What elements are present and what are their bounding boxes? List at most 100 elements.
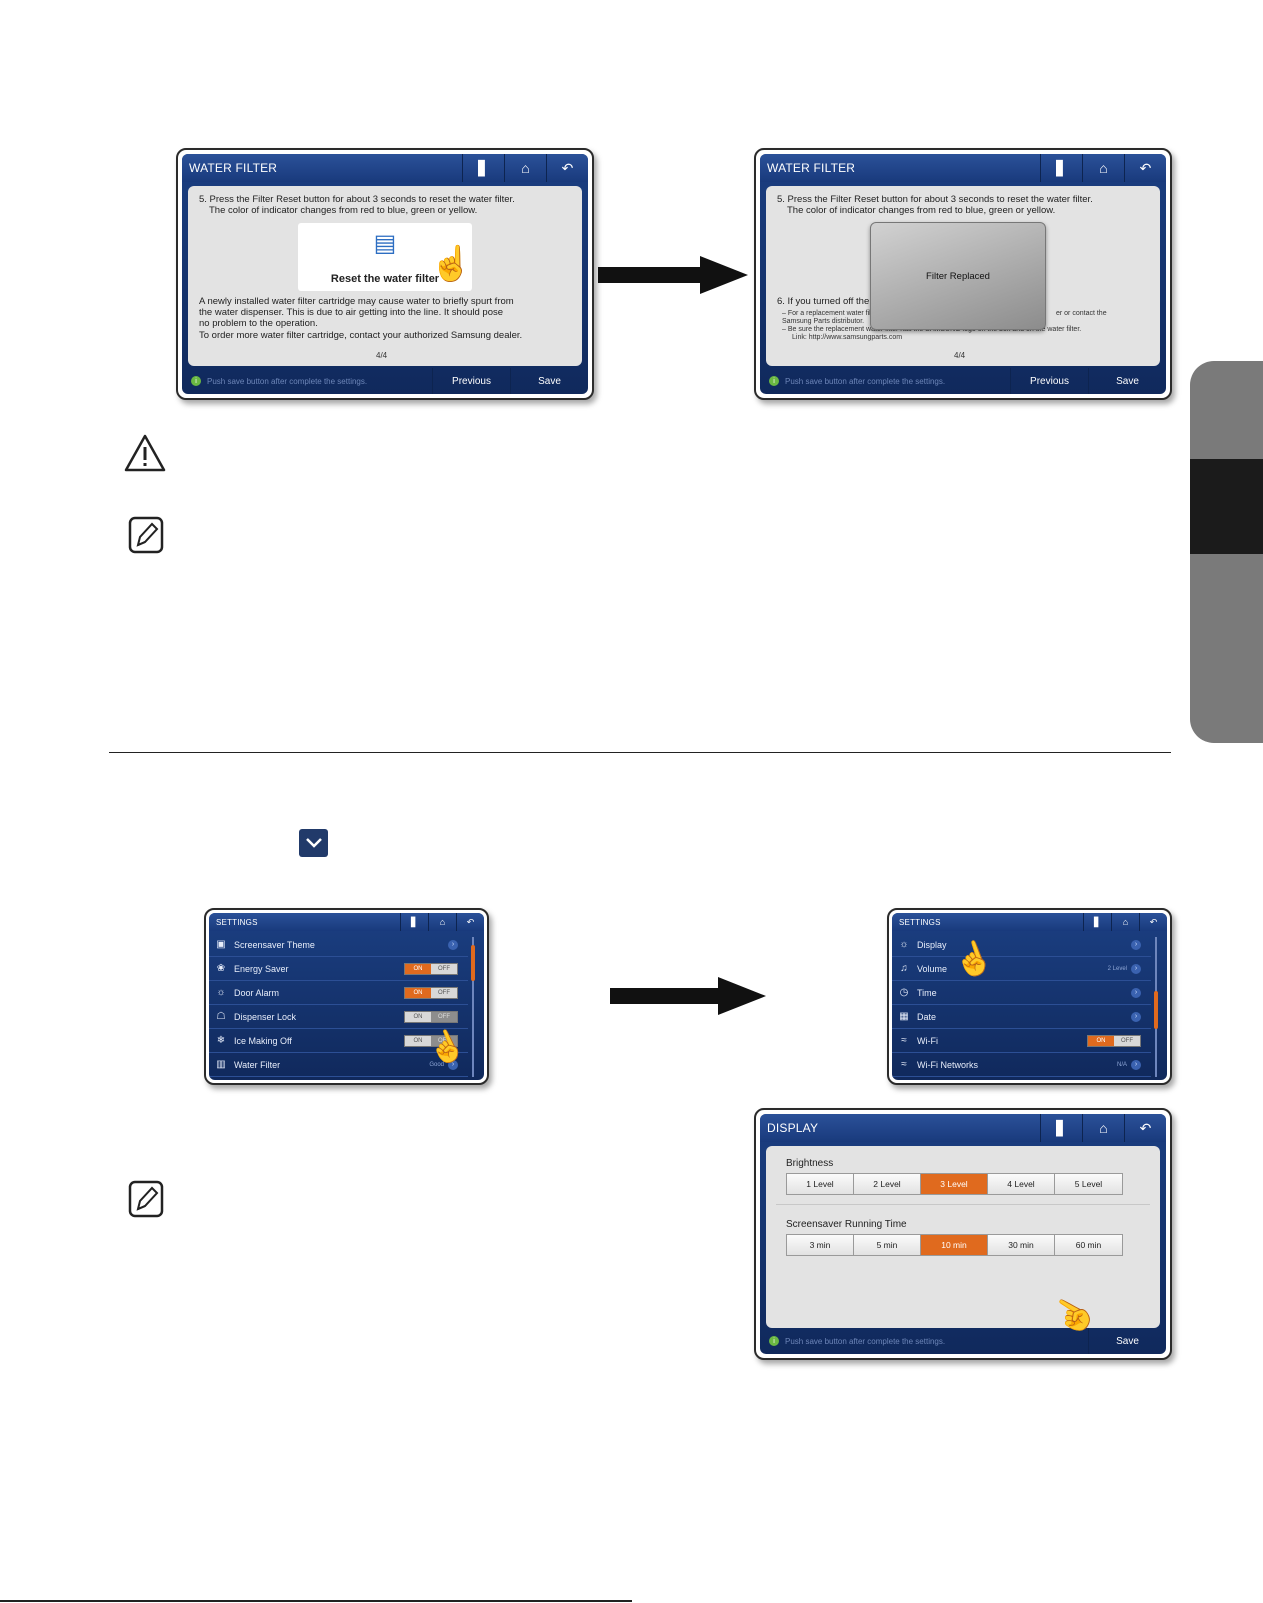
screensaver-label: Screensaver Running Time <box>786 1219 907 1230</box>
settings-row-value: N/A <box>1116 1061 1127 1068</box>
toggle-off[interactable]: OFF <box>431 1035 457 1046</box>
settings-row-date[interactable]: ▦Date› <box>892 1005 1151 1029</box>
energy-icon: ❀ <box>216 963 226 974</box>
title-bar: WATER FILTER ▋ ⌂ ↶ <box>760 154 1166 182</box>
previous-button[interactable]: Previous <box>432 368 510 394</box>
content-panel: 5. Press the Filter Reset button for abo… <box>188 186 582 366</box>
toggle-off[interactable]: OFF <box>431 963 457 974</box>
scrollbar-thumb[interactable] <box>471 945 475 981</box>
save-button[interactable]: Save <box>510 368 588 394</box>
title-bar: SETTINGS ▋ ⌂ ↶ <box>209 913 484 931</box>
option-3-level[interactable]: 3 Level <box>921 1174 988 1194</box>
water-cup-icon[interactable]: ▋ <box>1083 913 1111 931</box>
settings-row-screensaver-theme[interactable]: ▣Screensaver Theme› <box>209 933 468 957</box>
water-cup-icon[interactable]: ▋ <box>462 154 504 182</box>
save-button[interactable]: Save <box>1088 368 1166 394</box>
screen-title: WATER FILTER <box>189 161 278 175</box>
option-3-min[interactable]: 3 min <box>787 1235 854 1255</box>
settings-row-wi-fi-networks[interactable]: ≈ Wi-Fi Networks N/A › <box>892 1053 1151 1077</box>
ice-icon: ❄ <box>216 1035 226 1046</box>
chevron-right-icon[interactable]: › <box>1131 939 1141 950</box>
toggle-off[interactable]: OFF <box>431 1011 457 1022</box>
step5-line1: 5. Press the Filter Reset button for abo… <box>777 194 1093 205</box>
status-bar: i Push save button after complete the se… <box>182 368 588 394</box>
toggle-on[interactable]: ON <box>405 963 431 974</box>
scrollbar[interactable] <box>472 937 474 1077</box>
option-5-min[interactable]: 5 min <box>854 1235 921 1255</box>
previous-button[interactable]: Previous <box>1010 368 1088 394</box>
caution-icon <box>124 434 166 472</box>
option-30-min[interactable]: 30 min <box>988 1235 1055 1255</box>
back-icon[interactable]: ↶ <box>1139 913 1167 931</box>
scrollbar-thumb[interactable] <box>1154 991 1158 1029</box>
status-text: Push save button after complete the sett… <box>785 1336 946 1346</box>
toggle-on[interactable]: ON <box>1088 1035 1114 1046</box>
chevron-right-icon[interactable]: › <box>448 1059 458 1070</box>
home-icon[interactable]: ⌂ <box>1082 1114 1124 1142</box>
back-icon[interactable]: ↶ <box>1124 1114 1166 1142</box>
arrow-head <box>718 977 766 1015</box>
toggle-on[interactable]: ON <box>405 1011 431 1022</box>
sub-line1b: er or contact the <box>1056 310 1107 317</box>
chevron-down-icon <box>305 838 322 848</box>
back-icon[interactable]: ↶ <box>546 154 588 182</box>
water-cup-icon[interactable]: ▋ <box>400 913 428 931</box>
side-tab-lower <box>1190 554 1263 743</box>
chevron-right-icon[interactable]: › <box>1131 1011 1141 1022</box>
chevron-right-icon[interactable]: › <box>448 939 458 950</box>
toggle-on[interactable]: ON <box>405 987 431 998</box>
option-60-min[interactable]: 60 min <box>1055 1235 1122 1255</box>
option-1-level[interactable]: 1 Level <box>787 1174 854 1194</box>
wifi-icon: ≈ <box>901 1059 907 1070</box>
back-icon[interactable]: ↶ <box>456 913 484 931</box>
home-icon[interactable]: ⌂ <box>428 913 456 931</box>
sub-line2: Samsung Parts distributor. <box>782 318 865 325</box>
side-tab-upper <box>1190 361 1263 459</box>
note-line3: no problem to the operation. <box>199 318 318 329</box>
settings-row-label: Wi-Fi Networks <box>917 1059 978 1070</box>
chevron-right-icon[interactable]: › <box>1131 1059 1141 1070</box>
reset-water-filter-button[interactable]: ▤ Reset the water filter <box>298 223 472 291</box>
water-cup-icon[interactable]: ▋ <box>1040 1114 1082 1142</box>
note-line2: the water dispenser. This is due to air … <box>199 307 504 318</box>
toggle-on[interactable]: ON <box>405 1035 431 1046</box>
status-text: Push save button after complete the sett… <box>785 376 946 386</box>
home-icon[interactable]: ⌂ <box>1111 913 1139 931</box>
home-icon[interactable]: ⌂ <box>504 154 546 182</box>
toggle-off[interactable]: OFF <box>431 987 457 998</box>
screensaver-icon: ▣ <box>216 939 226 950</box>
alarm-icon: ☼ <box>216 987 226 998</box>
chevron-right-icon[interactable]: › <box>1131 987 1141 998</box>
option-4-level[interactable]: 4 Level <box>988 1174 1055 1194</box>
screen-title: DISPLAY <box>767 1121 819 1135</box>
calendar-icon: ▦ <box>899 1011 909 1022</box>
option-10-min[interactable]: 10 min <box>921 1235 988 1255</box>
settings-row-time[interactable]: ◷Time› <box>892 981 1151 1005</box>
save-button[interactable]: Save <box>1088 1328 1166 1354</box>
water-cup-icon[interactable]: ▋ <box>1040 154 1082 182</box>
settings-row-display[interactable]: ☼Display› <box>892 933 1151 957</box>
option-2-level[interactable]: 2 Level <box>854 1174 921 1194</box>
settings-row-label: Wi-Fi <box>917 1035 938 1046</box>
toggle-off[interactable]: OFF <box>1114 1035 1140 1046</box>
option-5-level[interactable]: 5 Level <box>1055 1174 1122 1194</box>
settings-row-label: Water Filter <box>234 1059 281 1070</box>
settings-screen-left: SETTINGS ▋ ⌂ ↶ ▣Screensaver Theme›❀Energ… <box>204 908 489 1085</box>
info-icon: i <box>191 376 201 386</box>
back-icon[interactable]: ↶ <box>1124 154 1166 182</box>
home-icon[interactable]: ⌂ <box>1082 154 1124 182</box>
chevron-right-icon[interactable]: › <box>1131 963 1141 974</box>
